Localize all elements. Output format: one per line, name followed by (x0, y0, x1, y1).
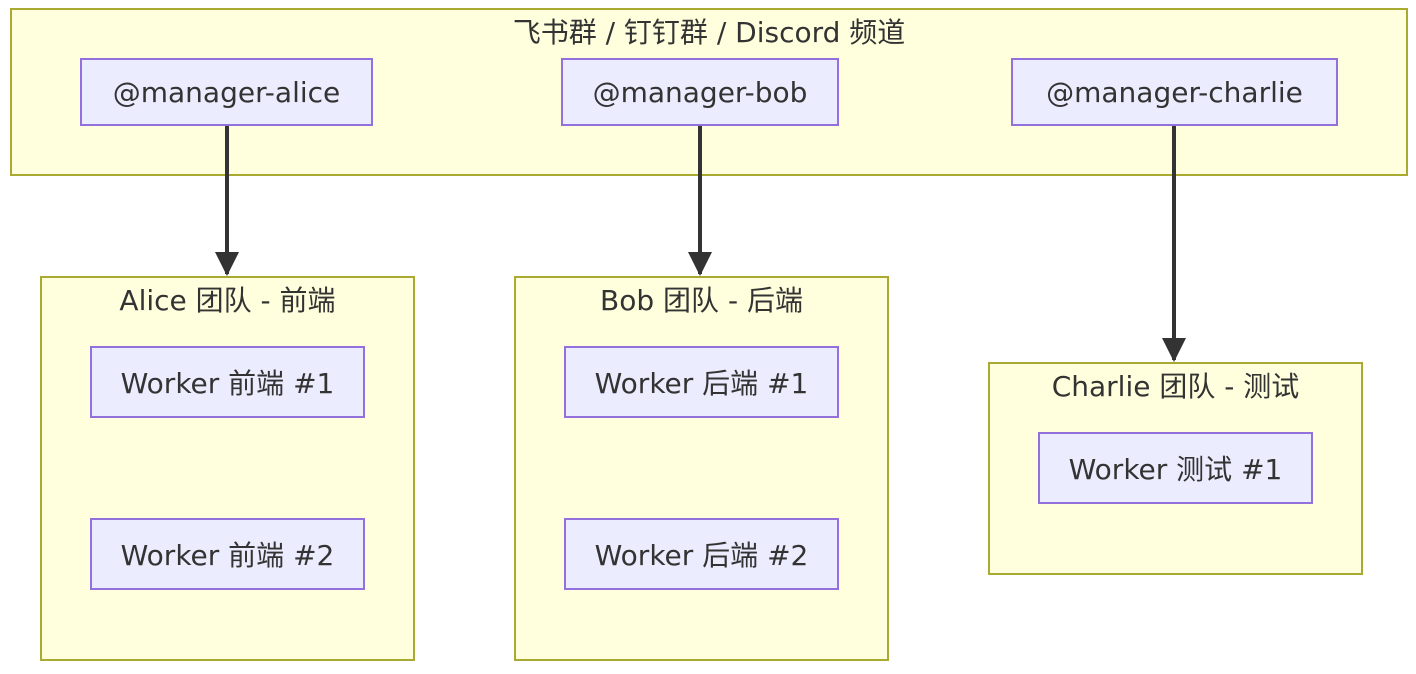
bob-team-cluster: Bob 团队 - 后端 (514, 276, 889, 661)
alice-team-title: Alice 团队 - 前端 (119, 284, 336, 317)
worker-backend-2-node[interactable]: Worker 后端 #2 (564, 518, 839, 590)
worker-backend-1-node[interactable]: Worker 后端 #1 (564, 346, 839, 418)
worker-frontend-2-node[interactable]: Worker 前端 #2 (90, 518, 365, 590)
charlie-team-title: Charlie 团队 - 测试 (1051, 370, 1300, 403)
bob-team-title: Bob 团队 - 后端 (600, 284, 803, 317)
manager-charlie-node[interactable]: @manager-charlie (1011, 58, 1338, 126)
manager-bob-node[interactable]: @manager-bob (561, 58, 839, 126)
worker-testing-1-node[interactable]: Worker 测试 #1 (1038, 432, 1313, 504)
alice-team-cluster: Alice 团队 - 前端 (40, 276, 415, 661)
worker-frontend-1-node[interactable]: Worker 前端 #1 (90, 346, 365, 418)
channel-cluster-title: 飞书群 / 钉钉群 / Discord 频道 (512, 16, 906, 49)
manager-alice-node[interactable]: @manager-alice (80, 58, 373, 126)
